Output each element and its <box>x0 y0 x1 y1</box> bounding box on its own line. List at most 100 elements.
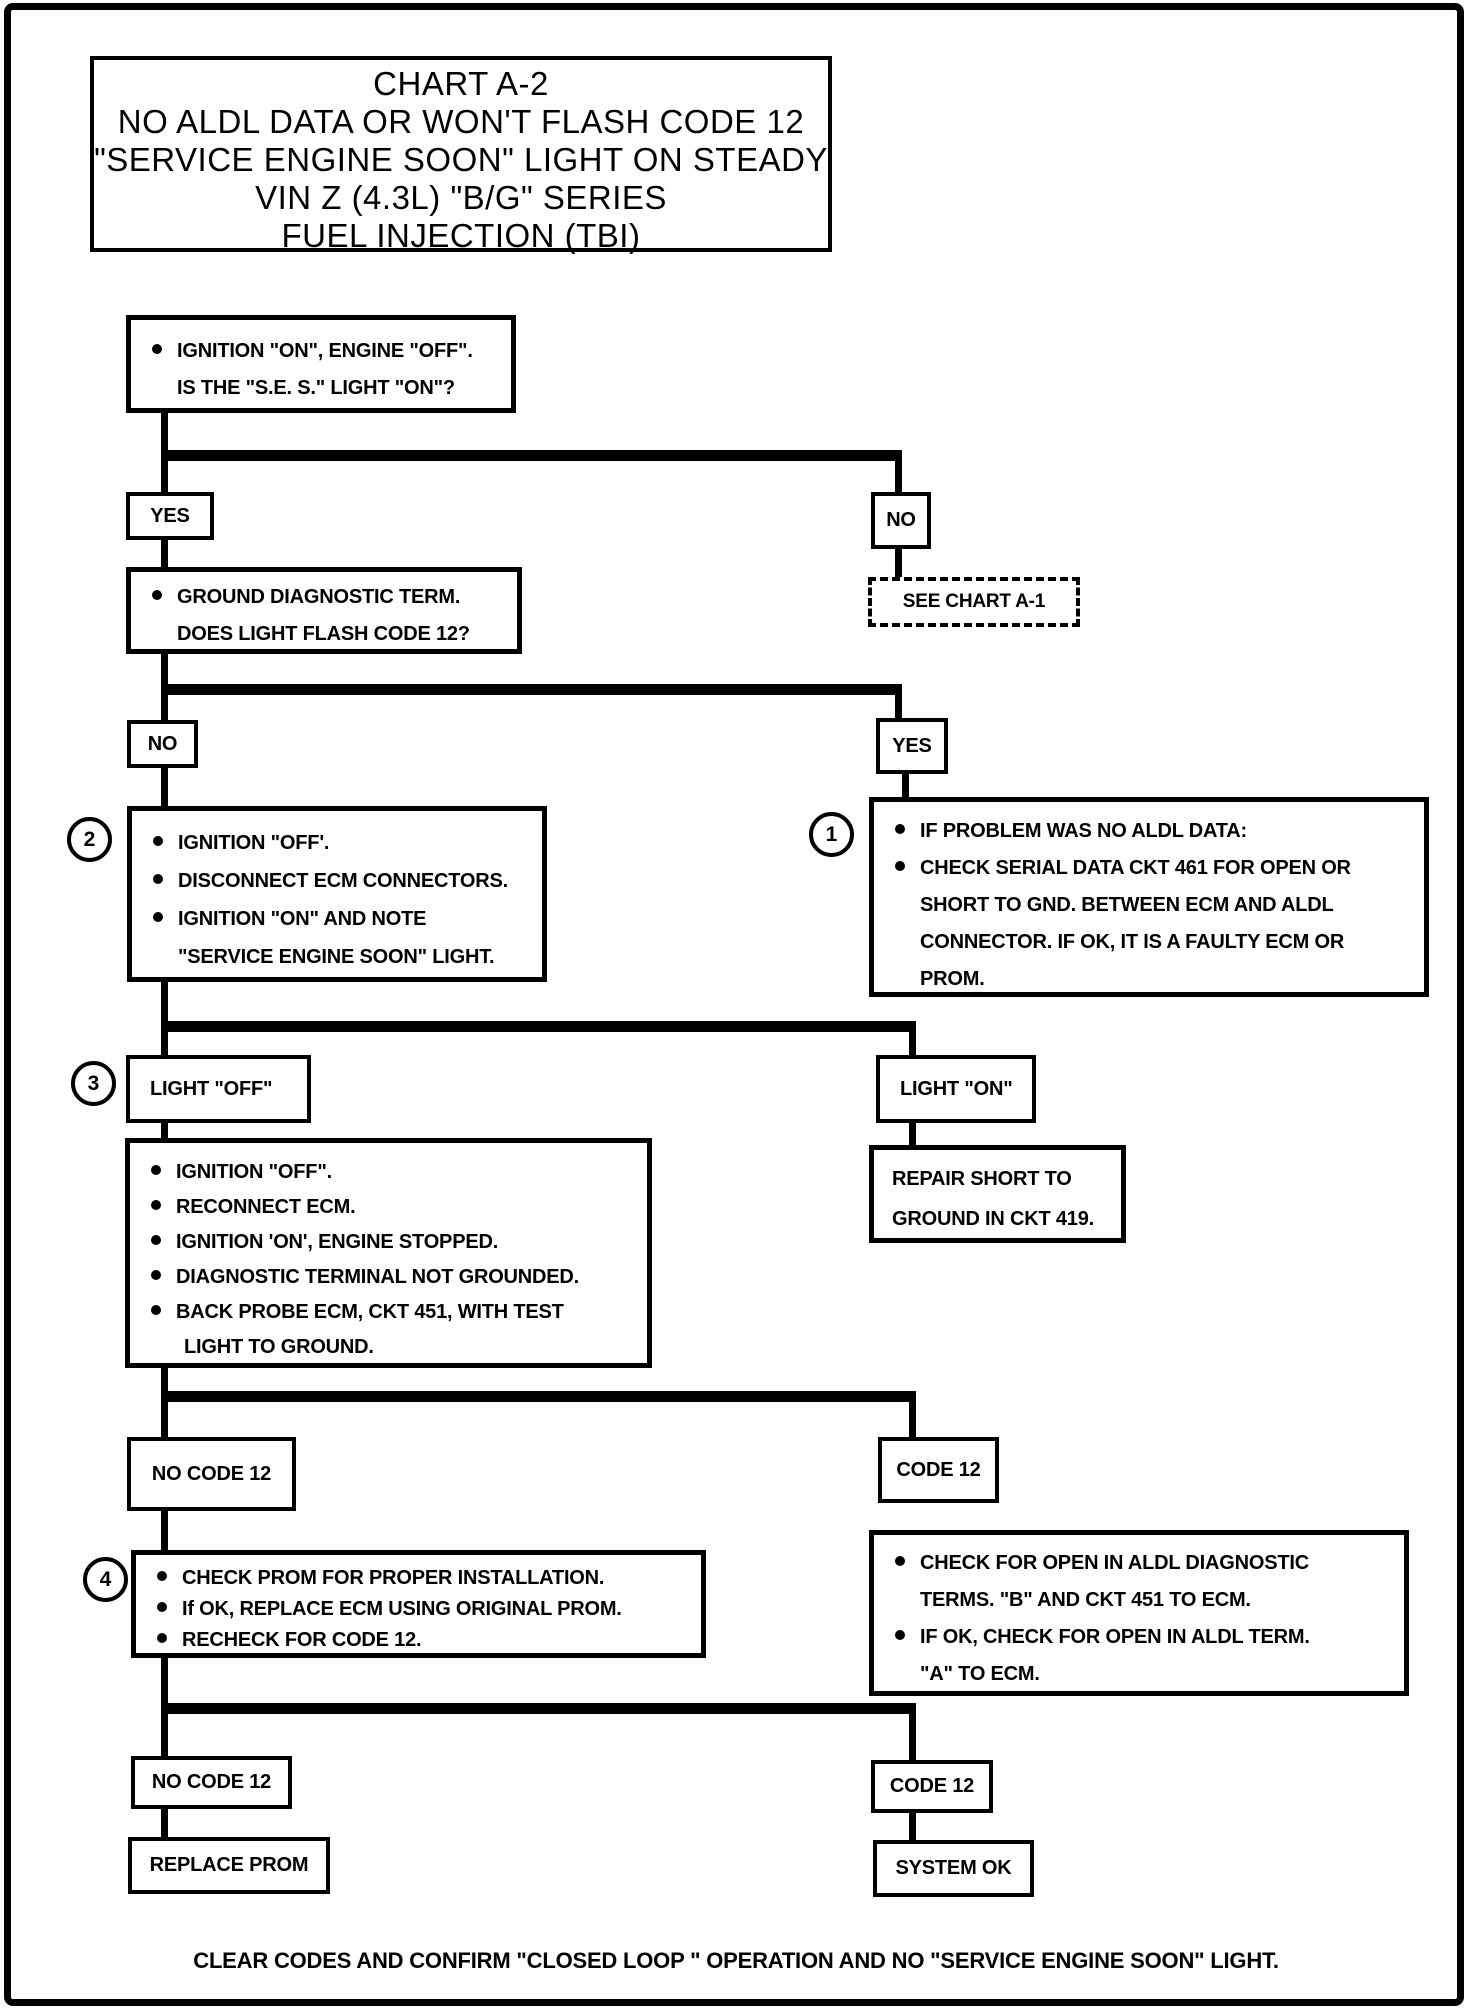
node-q1-line2: IS THE "S.E. S." LIGHT "ON"? <box>177 377 455 399</box>
bullet-dot-icon <box>157 1633 167 1643</box>
bullet-dot-icon <box>151 1165 161 1175</box>
label-no-code12-upper-text: NO CODE 12 <box>151 1462 272 1485</box>
bullet-dot-icon <box>895 1630 905 1640</box>
node-step4-line1: CHECK PROM FOR PROPER INSTALLATION. <box>182 1567 605 1589</box>
node-step4: CHECK PROM FOR PROPER INSTALLATION. If O… <box>131 1550 706 1658</box>
node-step4-line3: RECHECK FOR CODE 12. <box>182 1629 422 1651</box>
step-circle-3-number: 3 <box>87 1071 100 1095</box>
chart-title-line1: CHART A-2 <box>373 65 549 102</box>
bullet-dot-icon <box>152 344 162 354</box>
label-light-off-text: LIGHT "OFF" <box>150 1077 273 1100</box>
label-no-2: NO <box>127 720 198 768</box>
connector-line <box>161 1807 168 1839</box>
label-no-code12-lower: NO CODE 12 <box>131 1756 292 1809</box>
label-light-on-text: LIGHT "ON" <box>900 1077 1013 1100</box>
node-replace-prom-text: REPLACE PROM <box>149 1854 309 1876</box>
connector-line <box>161 766 168 808</box>
footer-note: CLEAR CODES AND CONFIRM "CLOSED LOOP " O… <box>193 1948 1279 1973</box>
connector-line <box>909 1811 916 1842</box>
node-q1: IGNITION "ON", ENGINE "OFF". IS THE "S.E… <box>126 315 516 413</box>
label-yes-1: YES <box>126 492 214 540</box>
connector-line <box>909 1021 916 1057</box>
connector-line <box>161 1391 916 1402</box>
node-q4: CHECK FOR OPEN IN ALDL DIAGNOSTIC TERMS.… <box>869 1530 1409 1696</box>
connector-line <box>161 1703 168 1758</box>
connector-line <box>161 684 168 722</box>
step-circle-1: 1 <box>809 812 854 857</box>
see-chart-a1-text: SEE CHART A-1 <box>902 591 1046 612</box>
connector-line <box>909 1703 916 1762</box>
chart-title-line3: "SERVICE ENGINE SOON" LIGHT ON STEADY <box>94 141 828 178</box>
label-no-1: NO <box>871 492 931 549</box>
step-circle-1-number: 1 <box>825 822 838 846</box>
label-code12-lower: CODE 12 <box>871 1760 993 1813</box>
node-q3-line4: DIAGNOSTIC TERMINAL NOT GROUNDED. <box>176 1266 580 1288</box>
label-no-code12-lower-text: NO CODE 12 <box>151 1771 272 1793</box>
chart-title-box: CHART A-2 NO ALDL DATA OR WON'T FLASH CO… <box>90 56 832 254</box>
node-step2-line4: "SERVICE ENGINE SOON" LIGHT. <box>178 946 495 968</box>
connector-line <box>161 1391 168 1439</box>
connector-line <box>161 652 168 692</box>
node-system-ok-text: SYSTEM OK <box>895 1857 1012 1879</box>
node-step1-line2: CHECK SERIAL DATA CKT 461 FOR OPEN OR <box>920 857 1351 879</box>
label-light-off: LIGHT "OFF" <box>126 1055 311 1123</box>
node-q4-line2: TERMS. "B" AND CKT 451 TO ECM. <box>920 1589 1251 1611</box>
bullet-dot-icon <box>895 1556 905 1566</box>
connector-line <box>161 1121 168 1141</box>
bullet-dot-icon <box>895 861 905 871</box>
label-code12-upper: CODE 12 <box>878 1437 999 1503</box>
node-q3-line3: IGNITION 'ON', ENGINE STOPPED. <box>176 1231 499 1253</box>
step-circle-3: 3 <box>71 1061 116 1106</box>
label-yes-2-text: YES <box>892 734 932 757</box>
connector-line <box>161 980 168 1030</box>
chart-title-line4: VIN Z (4.3L) "B/G" SERIES <box>255 179 667 216</box>
label-code12-lower-text: CODE 12 <box>889 1775 975 1797</box>
node-step2-line1: IGNITION "OFF'. <box>178 832 330 854</box>
step-circle-4-number: 4 <box>99 1567 112 1591</box>
node-step1-line5: PROM. <box>920 968 985 990</box>
label-light-on: LIGHT "ON" <box>876 1055 1036 1123</box>
bullet-dot-icon <box>153 836 163 846</box>
bullet-dot-icon <box>895 824 905 834</box>
node-q1-line1: IGNITION "ON", ENGINE "OFF". <box>177 340 473 362</box>
connector-line <box>895 450 902 494</box>
connector-line <box>161 450 902 461</box>
label-yes-1-text: YES <box>150 504 190 527</box>
connector-line <box>161 1509 168 1552</box>
node-step2: IGNITION "OFF'. DISCONNECT ECM CONNECTOR… <box>127 806 547 982</box>
node-step4-line2: If OK, REPLACE ECM USING ORIGINAL PROM. <box>182 1598 622 1620</box>
node-q3-line1: IGNITION "OFF". <box>176 1161 332 1183</box>
step-circle-4: 4 <box>83 1557 128 1602</box>
node-system-ok: SYSTEM OK <box>873 1840 1034 1897</box>
connector-line <box>909 1121 916 1149</box>
step-circle-2-number: 2 <box>83 827 96 851</box>
bullet-dot-icon <box>151 1305 161 1315</box>
connector-line <box>909 1391 916 1439</box>
node-repair-line2: GROUND IN CKT 419. <box>892 1208 1094 1230</box>
connector-line <box>161 1366 168 1402</box>
node-q3: IGNITION "OFF". RECONNECT ECM. IGNITION … <box>125 1138 652 1368</box>
node-step1: IF PROBLEM WAS NO ALDL DATA: CHECK SERIA… <box>869 797 1429 997</box>
bullet-dot-icon <box>152 590 162 600</box>
connector-line <box>161 411 168 457</box>
bullet-dot-icon <box>153 874 163 884</box>
connector-line <box>161 684 902 695</box>
node-step1-line3: SHORT TO GND. BETWEEN ECM AND ALDL <box>920 894 1334 916</box>
step-circle-2: 2 <box>67 817 112 862</box>
node-step2-line3: IGNITION "ON" AND NOTE <box>178 908 427 930</box>
node-q3-line2: RECONNECT ECM. <box>176 1196 356 1218</box>
connector-line <box>895 684 902 722</box>
bullet-dot-icon <box>151 1270 161 1280</box>
bullet-dot-icon <box>153 912 163 922</box>
connector-line <box>161 1021 916 1032</box>
connector-line <box>895 547 902 579</box>
node-see-chart-a1: SEE CHART A-1 <box>868 577 1080 627</box>
node-step1-line1: IF PROBLEM WAS NO ALDL DATA: <box>920 820 1247 842</box>
label-code12-upper-text: CODE 12 <box>896 1458 981 1481</box>
node-repair: REPAIR SHORT TO GROUND IN CKT 419. <box>869 1145 1126 1243</box>
connector-line <box>161 1656 168 1712</box>
connector-line <box>902 772 909 800</box>
bullet-dot-icon <box>157 1571 167 1581</box>
node-replace-prom: REPLACE PROM <box>128 1837 330 1894</box>
